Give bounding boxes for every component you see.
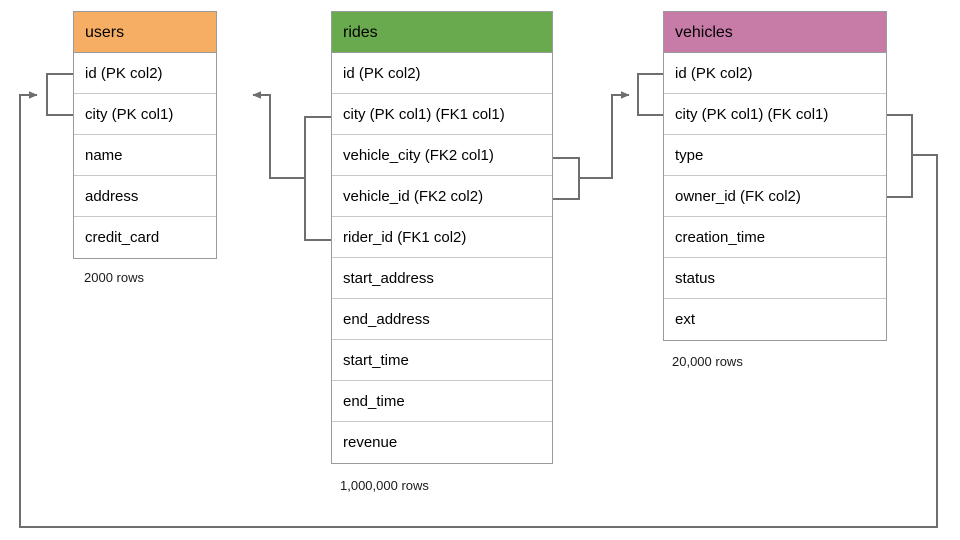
entity-table-vehicles[interactable]: vehicles id (PK col2) city (PK col1) (FK…: [663, 11, 887, 341]
column-vehicles-ext: ext: [675, 311, 696, 328]
column-rides-end-address: end_address: [332, 299, 552, 340]
column-vehicles-id: id (PK col2): [664, 53, 886, 94]
vehicles-key-bracket: [637, 73, 663, 116]
column-users-city: city (PK col1): [74, 94, 216, 135]
column-rides-rider-id: rider_id (FK1 col2): [332, 217, 552, 258]
column-rides-start-address: start_address: [332, 258, 552, 299]
row-count-users: 2000 rows: [84, 270, 144, 285]
row-count-rides: 1,000,000 rows: [340, 478, 429, 493]
column-vehicles-status: status: [664, 258, 886, 299]
entity-header-rides: rides: [332, 12, 552, 53]
rides-fk2-to-vehicles-line: [579, 91, 630, 179]
vehicles-fk-bracket: [887, 114, 913, 198]
column-rides-start-time: start_time: [332, 340, 552, 381]
column-rides-id: id (PK col2): [332, 53, 552, 94]
column-users-address: address: [74, 176, 216, 217]
entity-header-vehicles: vehicles: [664, 12, 886, 53]
column-rides-vehicle-id: vehicle_id (FK2 col2): [332, 176, 552, 217]
column-rides-city: city (PK col1) (FK1 col1): [332, 94, 552, 135]
column-vehicles-owner-id: owner_id (FK col2): [664, 176, 886, 217]
users-key-bracket: [46, 73, 73, 116]
column-rides-vehicle-city: vehicle_city (FK2 col1): [332, 135, 552, 176]
column-vehicles-type: type: [664, 135, 886, 176]
column-rides-revenue: revenue: [343, 434, 398, 451]
column-vehicles-city: city (PK col1) (FK col1): [664, 94, 886, 135]
column-users-credit-card: credit_card: [85, 229, 160, 246]
entity-table-rides[interactable]: rides id (PK col2) city (PK col1) (FK1 c…: [331, 11, 553, 464]
column-rides-end-time: end_time: [332, 381, 552, 422]
column-users-id: id (PK col2): [74, 53, 216, 94]
column-users-name: name: [74, 135, 216, 176]
entity-header-users: users: [74, 12, 216, 53]
column-vehicles-creation-time: creation_time: [664, 217, 886, 258]
rides-fk1-to-users-line: [252, 91, 305, 179]
rides-fk2-bracket: [553, 157, 580, 200]
entity-table-users[interactable]: users id (PK col2) city (PK col1) name a…: [73, 11, 217, 259]
row-count-vehicles: 20,000 rows: [672, 354, 743, 369]
rides-fk1-bracket: [304, 116, 331, 241]
